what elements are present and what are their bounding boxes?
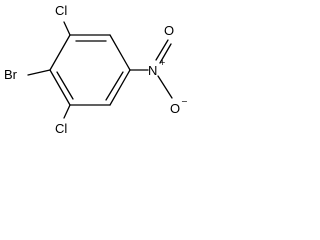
bond-c2-c3 bbox=[109, 34, 131, 71]
chlorine-bottom-label: Cl bbox=[55, 121, 67, 136]
chlorine-top-label: Cl bbox=[55, 3, 67, 18]
double-bond-c3-c4 bbox=[105, 71, 124, 101]
bond-c-cl-bottom bbox=[63, 104, 71, 119]
bond-c6-c1 bbox=[49, 34, 71, 71]
bond-n-o-top-a bbox=[155, 39, 169, 61]
nitrogen-plus-charge: + bbox=[159, 58, 166, 67]
bond-n-o-top-b bbox=[159, 43, 172, 64]
double-bond-c5-c6 bbox=[56, 71, 74, 100]
bromine-label: Br bbox=[4, 67, 18, 82]
bond-c-cl-top bbox=[63, 21, 71, 36]
benzene-ring bbox=[49, 34, 131, 106]
oxygen-right-label: O bbox=[170, 101, 180, 116]
bond-c5-c6 bbox=[49, 69, 71, 106]
oxygen-top-label: O bbox=[164, 23, 174, 38]
bond-c-br bbox=[27, 69, 51, 76]
chemical-structure: Cl Br Cl N + O O − bbox=[4, 3, 188, 136]
bond-n-o-right bbox=[157, 75, 173, 99]
nitrogen-label: N bbox=[148, 63, 157, 78]
oxygen-minus-charge: − bbox=[181, 97, 188, 106]
bond-c3-c4 bbox=[109, 69, 131, 106]
